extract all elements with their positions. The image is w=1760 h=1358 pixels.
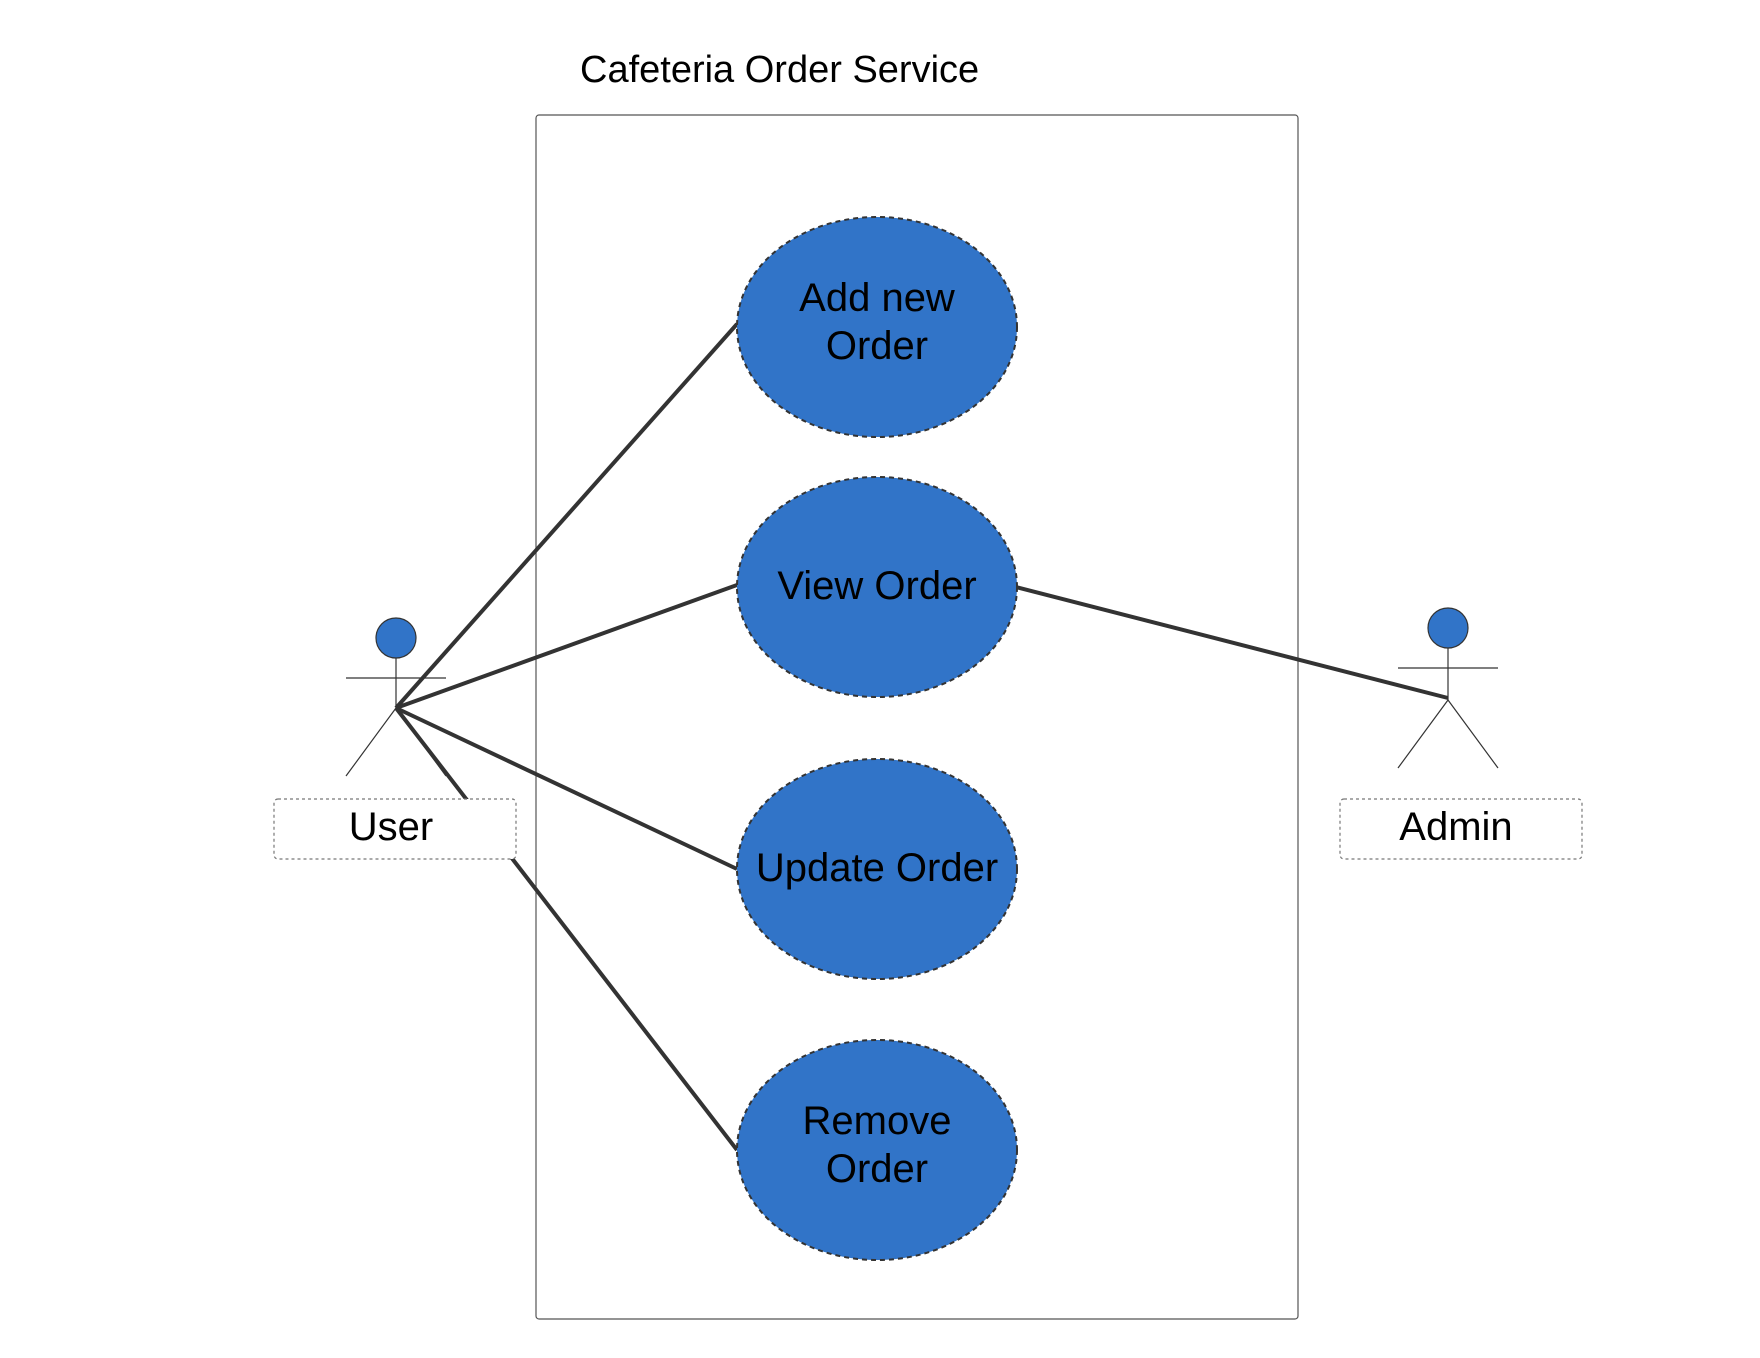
- actor-left-leg: [345, 707, 397, 777]
- use-case-label-line2: Order: [826, 1147, 928, 1191]
- use-case-ellipse: [736, 216, 1018, 438]
- use-case-remove-order[interactable]: Remove Order: [736, 1039, 1018, 1261]
- use-case-label-line1: Add new: [799, 276, 955, 320]
- system-boundary: [535, 114, 1299, 1320]
- association-user-remove-order: [394, 706, 739, 1152]
- use-case-label: Update Order: [756, 846, 998, 890]
- use-case-update-order[interactable]: Update Order: [736, 758, 1018, 980]
- association-admin-view-order: [1015, 585, 1449, 700]
- actor-right-leg: [1447, 699, 1499, 769]
- use-case-ellipse: [736, 1039, 1018, 1261]
- use-case-view-order[interactable]: View Order: [736, 476, 1018, 698]
- use-case-label-line1: Remove: [803, 1099, 952, 1143]
- actor-label: User: [349, 805, 433, 849]
- use-case-label: View Order: [777, 564, 976, 608]
- use-case-ellipse: [736, 758, 1018, 980]
- stick-figure-icon: [345, 617, 447, 777]
- actor-label: Admin: [1399, 805, 1512, 849]
- use-case-label-line2: Order: [826, 324, 928, 368]
- actor-admin[interactable]: Admin: [1339, 607, 1583, 860]
- system-title: Cafeteria Order Service: [580, 49, 979, 91]
- actor-user[interactable]: User: [273, 617, 517, 860]
- actor-label-box: [1339, 798, 1583, 860]
- actor-head: [375, 617, 417, 659]
- association-user-add-order: [394, 322, 739, 710]
- use-case-add-new-order[interactable]: Add new Order: [736, 216, 1018, 438]
- actor-head: [1427, 607, 1469, 649]
- actor-right-leg: [395, 707, 447, 777]
- actor-left-leg: [1397, 699, 1449, 769]
- association-user-view-order: [395, 583, 738, 710]
- stick-figure-icon: [1397, 607, 1499, 769]
- associations: [394, 322, 1449, 1152]
- use-case-ellipse: [736, 476, 1018, 698]
- actor-label-box: [273, 798, 517, 860]
- association-user-update-order: [395, 706, 738, 871]
